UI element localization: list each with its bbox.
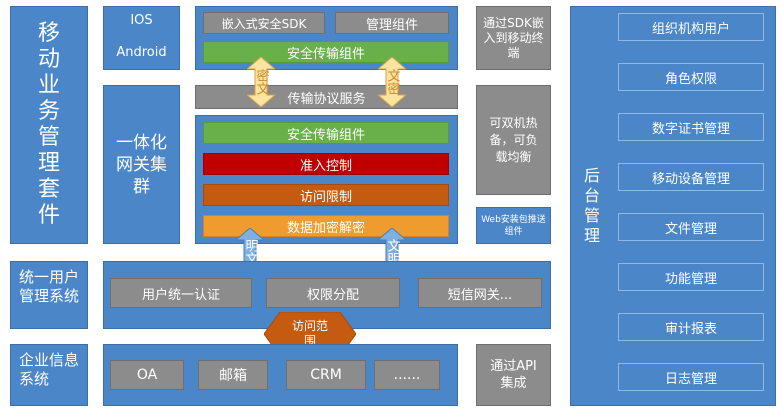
dual-hot-label: 可双机热备，可负载均衡 [489,115,538,164]
enterprise-label-panel: 企业信息系统 [10,344,88,406]
cipher-left-text: 密文 [253,69,269,95]
crm-box: CRM [286,360,366,390]
oa-box: OA [110,360,184,390]
transport-protocol-bar: 传输协议服务 [195,85,458,109]
api-label: 通过API集成 [490,359,537,391]
web-push-label: Web安装包推送组件 [481,214,546,237]
ios-label: IOS [130,13,153,28]
os-panel: IOS Android [103,6,180,70]
plain-right-text: 文明 [384,239,400,265]
user-mgmt-label: 统一用户管理系统 [19,268,80,305]
more-systems-box: ...... [374,360,440,390]
cipher-arrow-left: 密文 [245,56,277,108]
mobile-suite-panel: 移动业务管理套件 [10,6,88,244]
web-push-box: Web安装包推送组件 [476,207,551,244]
mail-box: 邮箱 [198,360,268,390]
user-auth-box: 用户统一认证 [110,278,252,308]
api-integration-note: 通过API集成 [476,344,551,406]
permission-box: 权限分配 [266,278,400,308]
sms-gateway-box: 短信网关... [418,278,542,308]
backend-item-cert: 数字证书管理 [618,113,764,141]
backend-item-logs: 日志管理 [618,363,764,391]
backend-item-device: 移动设备管理 [618,163,764,191]
backend-label-wrap: 后台管理 [576,6,608,406]
backend-item-org: 组织机构用户 [618,13,764,41]
backend-item-roles: 角色权限 [618,63,764,91]
enterprise-label: 企业信息系统 [19,351,80,388]
mgmt-component-box: 管理组件 [335,12,449,34]
dual-hot-note: 可双机热备，可负载均衡 [476,85,551,195]
backend-item-audit: 审计报表 [618,313,764,341]
access-control-box: 准入控制 [203,153,449,175]
android-label: Android [116,45,167,60]
sdk-embed-label: 通过SDK嵌入到移动终端 [483,15,544,60]
sdk-secure-transport-box: 安全传输组件 [203,41,449,63]
gateway-cluster-panel: 一体化网关集群 [103,85,180,244]
backend-label: 后台管理 [583,166,600,245]
sdk-embed-note: 通过SDK嵌入到移动终端 [476,6,551,70]
gateway-cluster-label: 一体化网关集群 [116,132,167,197]
backend-items-list: 组织机构用户 角色权限 数字证书管理 移动设备管理 文件管理 功能管理 审计报表… [618,10,764,402]
sdk-box: 嵌入式安全SDK [203,12,325,34]
mobile-suite-label: 移动业务管理套件 [37,21,60,228]
backend-item-files: 文件管理 [618,213,764,241]
plain-left-text: 明文 [242,239,258,265]
cipher-arrow-right: 文密 [376,56,408,108]
gateway-secure-transport: 安全传输组件 [203,122,449,144]
cipher-right-text: 文密 [384,69,400,95]
access-limit-box: 访问限制 [203,184,449,206]
user-mgmt-label-panel: 统一用户管理系统 [10,261,88,329]
backend-item-features: 功能管理 [618,263,764,291]
